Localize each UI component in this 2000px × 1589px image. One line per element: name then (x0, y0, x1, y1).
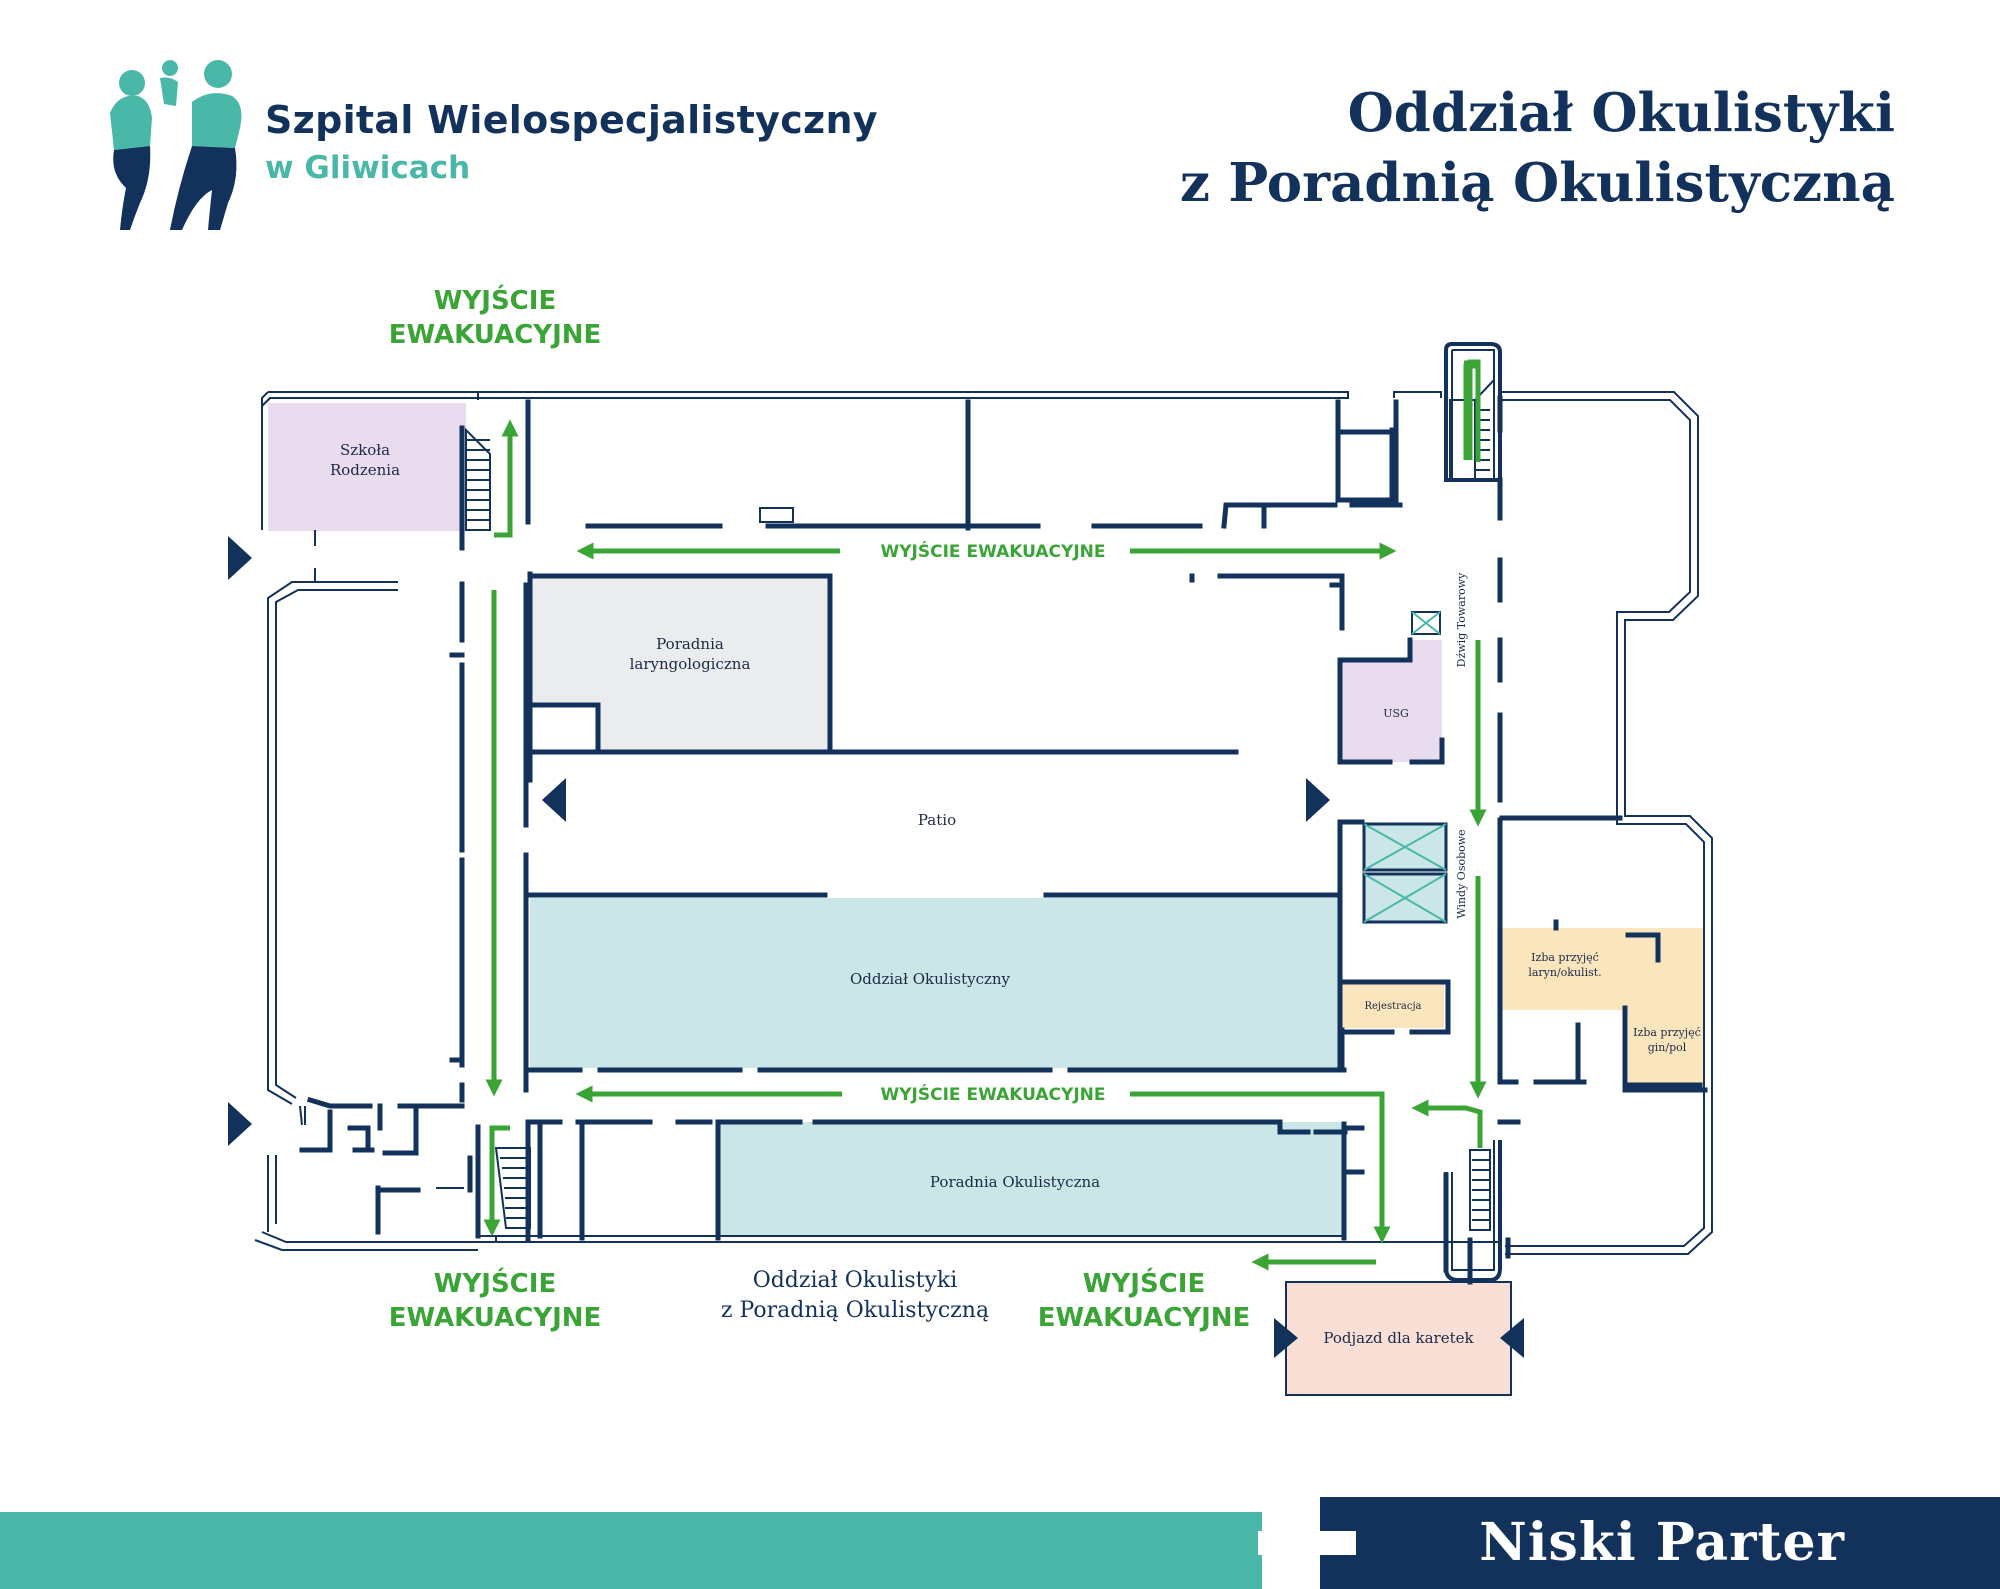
label-podjazd: Podjazd dla karetek (1323, 1329, 1474, 1347)
label-patio: Patio (917, 811, 957, 829)
exit-label-bottom-right: WYJŚCIE EWAKUACYJNE (1024, 1267, 1264, 1335)
exit-label-corridor-top: WYJŚCIE EWAKUACYJNE (858, 538, 1128, 566)
label-line: Poradnia (656, 635, 724, 653)
label-szkola-rodzenia: Szkoła Rodzenia (300, 440, 430, 480)
exit-label-line: EWAKUACYJNE (388, 1303, 602, 1333)
exit-label-top-left: WYJŚCIE EWAKUACYJNE (380, 284, 610, 352)
passenger-elevators (1362, 822, 1448, 924)
footer-navy-bar (1320, 1497, 2000, 1589)
evacuation-arrows (483, 359, 1487, 1271)
label-line: Szkoła (339, 441, 391, 459)
exit-label-line: WYJŚCIE (433, 286, 557, 316)
entrance-markers (228, 536, 1524, 1358)
footer-teal-bar (0, 1512, 1262, 1589)
hospital-city: w Gliwicach (265, 150, 471, 186)
exit-label-line: WYJŚCIE (433, 1269, 557, 1299)
label-dzwig-towarowy: Dźwig Towarowy (1455, 572, 1468, 668)
page-title: Oddział Okulistyki z Poradnią Okulistycz… (1180, 78, 1895, 218)
room-poradnia-laryngologiczna (530, 576, 830, 750)
exit-label-line: EWAKUACYJNE (1037, 1303, 1251, 1333)
building-outline (254, 391, 1713, 1255)
page-title-line1: Oddział Okulistyki (1347, 82, 1895, 144)
room-rejestracja (1342, 982, 1444, 1028)
hospital-name: Szpital Wielospecjalistyczny (265, 98, 878, 142)
plus-icon (1258, 1514, 1356, 1572)
label-poradnia-laryngologiczna: Poradnia laryngologiczna (600, 634, 780, 674)
label-rejestracja: Rejestracja (1364, 1001, 1422, 1012)
room-oddzial-okulistyczny (530, 898, 1340, 1068)
label-izba-gin: Izba przyjęć gin/pol (1630, 1025, 1704, 1055)
map-caption: Oddział Okulistyki z Poradnią Okulistycz… (700, 1266, 1010, 1326)
caption-line: z Poradnią Okulistyczną (720, 1298, 990, 1323)
caption-line: Oddział Okulistyki (752, 1268, 958, 1293)
label-oddzial-okulistyczny: Oddział Okulistyczny (849, 970, 1011, 988)
exit-label-bottom-left: WYJŚCIE EWAKUACYJNE (380, 1267, 610, 1335)
exit-label-line: EWAKUACYJNE (388, 320, 602, 350)
label-windy-osobowe: Windy Osobowe (1455, 829, 1468, 919)
label-line: laryn/okulist. (1528, 966, 1602, 979)
room-izba-przyjec (1500, 928, 1705, 1085)
exit-label-line: WYJŚCIE (1082, 1269, 1206, 1299)
label-poradnia-okulistyczna: Poradnia Okulistyczna (929, 1173, 1101, 1191)
room-usg (1340, 640, 1442, 762)
label-line: laryngologiczna (629, 655, 751, 673)
label-line: Rodzenia (329, 461, 401, 479)
family-icon (110, 60, 242, 230)
label-line: Izba przyjęć (1531, 951, 1599, 964)
label-line: Izba przyjęć (1633, 1026, 1701, 1039)
room-poradnia-okulistyczna (718, 1122, 1344, 1237)
label-izba-laryn: Izba przyjęć laryn/okulist. (1510, 950, 1620, 980)
exit-label-corridor-bottom: WYJŚCIE EWAKUACYJNE (858, 1081, 1128, 1109)
freight-elevator (1411, 611, 1441, 635)
label-line: gin/pol (1647, 1041, 1687, 1054)
floor-name: Niski Parter (1479, 1512, 1845, 1573)
label-usg: USG (1383, 707, 1409, 720)
room-szkola-rodzenia (268, 403, 466, 531)
page-title-line2: z Poradnią Okulistyczną (1179, 152, 1895, 214)
stairs (465, 342, 1502, 1282)
